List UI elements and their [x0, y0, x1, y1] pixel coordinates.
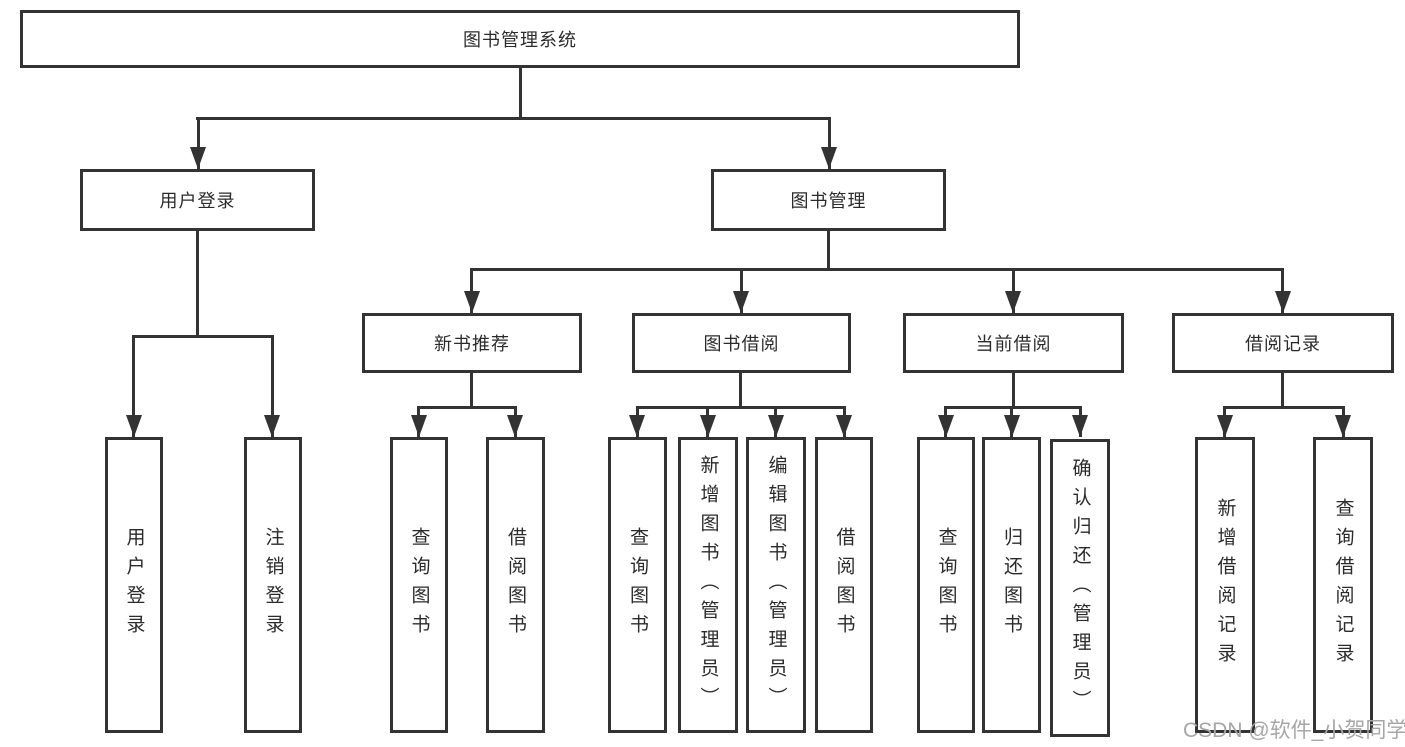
- connector-vline: [132, 335, 135, 437]
- leaf-borrow-books-recommend: 借阅图书: [486, 437, 545, 733]
- watermark: CSDN @软件_小贺同学: [1183, 719, 1405, 742]
- arrow-down-icon: [411, 415, 427, 437]
- connector-hline: [132, 335, 274, 338]
- node-label: 借阅记录: [1245, 334, 1321, 354]
- connector-vline: [828, 117, 831, 169]
- leaf-add-borrow-record: 新增借阅记录: [1195, 437, 1255, 733]
- connector-vline: [1281, 268, 1284, 313]
- connector-vline: [1012, 373, 1015, 406]
- leaf-query-books-borrow: 查询图书: [608, 437, 667, 733]
- connector-hline: [636, 406, 846, 409]
- arrow-down-icon: [1004, 415, 1020, 437]
- connector-hline: [470, 268, 1284, 271]
- connector-hline: [196, 117, 831, 120]
- leaf-confirm-return-admin: 确认归还（管理员）: [1050, 439, 1110, 737]
- arrow-down-icon: [1275, 291, 1291, 313]
- node-current-borrow: 当前借阅: [903, 313, 1124, 373]
- arrow-down-icon: [1217, 415, 1233, 437]
- node-label: 用户登录: [159, 191, 236, 211]
- node-label: 新书推荐: [434, 334, 510, 354]
- connector-vline: [470, 268, 473, 313]
- arrow-down-icon: [836, 415, 852, 437]
- connector-vline: [470, 373, 473, 406]
- arrow-down-icon: [1072, 415, 1088, 437]
- leaf-logout: 注销登录: [244, 437, 302, 733]
- leaf-query-books-recommend: 查询图书: [390, 437, 448, 733]
- connector-hline: [944, 406, 1082, 409]
- leaf-label: 用户登录: [123, 527, 145, 643]
- connector-vline: [197, 117, 200, 169]
- node-user-login: 用户登录: [80, 169, 315, 231]
- arrow-down-icon: [938, 415, 954, 437]
- leaf-user-login: 用户登录: [105, 437, 163, 733]
- leaf-label: 查询图书: [935, 527, 957, 643]
- connector-vline: [196, 231, 199, 335]
- connector-vline: [1012, 268, 1015, 313]
- arrow-down-icon: [126, 415, 142, 437]
- connector-hline: [1223, 406, 1345, 409]
- node-new-book-recommend: 新书推荐: [362, 313, 582, 373]
- leaf-edit-book-admin: 编辑图书（管理员）: [746, 437, 806, 733]
- leaf-label: 新增借阅记录: [1214, 498, 1236, 672]
- arrow-down-icon: [733, 291, 749, 313]
- arrow-down-icon: [507, 415, 523, 437]
- arrow-down-icon: [768, 415, 784, 437]
- leaf-query-borrow-record: 查询借阅记录: [1313, 437, 1373, 733]
- node-book-management: 图书管理: [711, 169, 946, 231]
- arrow-down-icon: [464, 291, 480, 313]
- arrow-down-icon: [264, 415, 280, 437]
- leaf-return-book: 归还图书: [982, 437, 1041, 733]
- leaf-label: 注销登录: [262, 527, 284, 643]
- connector-vline: [739, 373, 742, 406]
- connector-vline: [740, 268, 743, 313]
- leaf-query-books-current: 查询图书: [917, 437, 975, 733]
- connector-vline: [271, 335, 274, 437]
- connector-vline: [519, 68, 522, 118]
- node-book-borrow: 图书借阅: [632, 313, 851, 373]
- arrow-down-icon: [1005, 291, 1021, 313]
- leaf-label: 编辑图书（管理员）: [765, 454, 787, 716]
- leaf-label: 借阅图书: [833, 527, 855, 643]
- leaf-label: 确认归还（管理员）: [1069, 457, 1091, 719]
- leaf-label: 查询借阅记录: [1332, 498, 1354, 672]
- arrow-down-icon: [1335, 415, 1351, 437]
- leaf-label: 归还图书: [1001, 527, 1022, 643]
- connector-hline: [417, 406, 517, 409]
- node-label: 图书管理: [790, 191, 867, 211]
- node-label: 当前借阅: [975, 334, 1052, 354]
- leaf-label: 借阅图书: [505, 527, 526, 643]
- node-borrow-records: 借阅记录: [1172, 313, 1394, 373]
- node-label: 图书管理系统: [463, 30, 577, 50]
- leaf-label: 查询图书: [408, 527, 430, 643]
- arrow-down-icon: [821, 147, 837, 169]
- connector-vline: [827, 231, 830, 268]
- arrow-down-icon: [629, 415, 645, 437]
- arrow-down-icon: [700, 415, 716, 437]
- connector-vline: [1281, 373, 1284, 406]
- leaf-label: 查询图书: [627, 527, 648, 643]
- arrow-down-icon: [190, 147, 206, 169]
- leaf-borrow-books: 借阅图书: [815, 437, 873, 733]
- leaf-add-book-admin: 新增图书（管理员）: [678, 437, 738, 733]
- leaf-label: 新增图书（管理员）: [697, 454, 719, 716]
- node-label: 图书借阅: [703, 334, 780, 354]
- node-library-management-system: 图书管理系统: [20, 10, 1020, 68]
